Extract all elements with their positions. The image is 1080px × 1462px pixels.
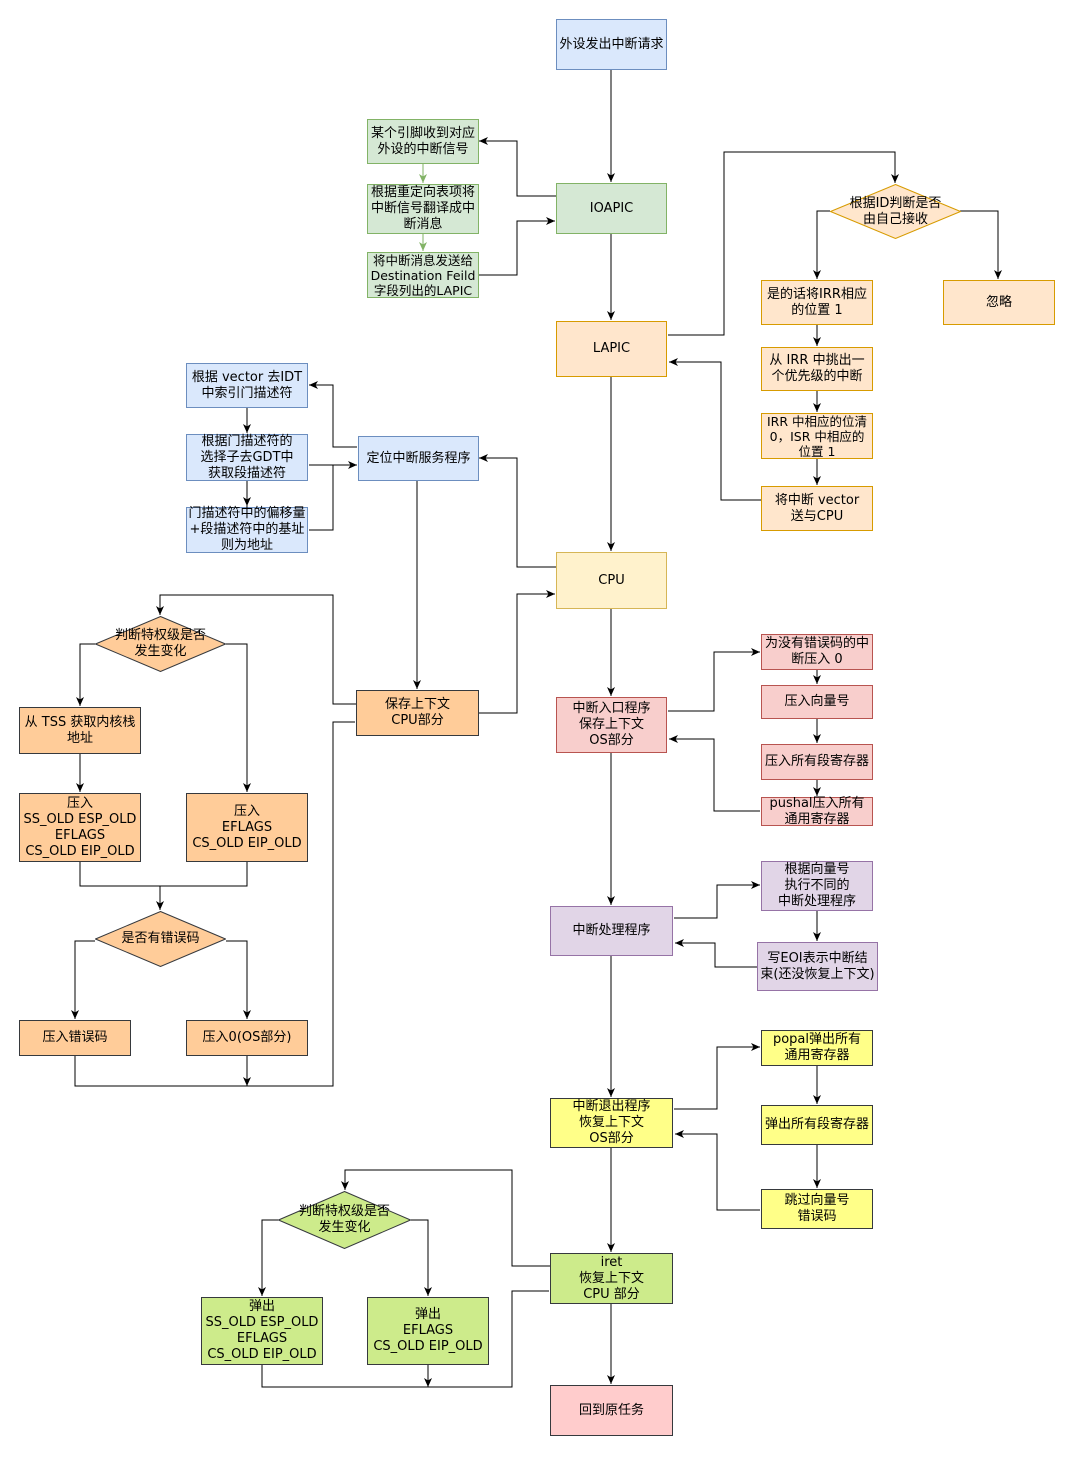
decision-privilege-change-iret-label: 判断特权级是否 发生变化 (298, 1204, 390, 1235)
node-push-segments: 压入所有段寄存器 (761, 744, 873, 780)
edge-save-priv (156, 594, 356, 705)
node-send-to-lapic: 将中断消息发送给 Destination Feild 字段列出的LAPIC (367, 252, 479, 298)
node-pin-receive: 某个引脚收到对应 外设的中断信号 (367, 119, 479, 164)
node-push-error-code: 压入错误码 (19, 1020, 131, 1056)
node-save-cpu-context: 保存上下文 CPU部分 (356, 690, 479, 736)
edge-locate-idt (309, 381, 357, 448)
node-push-vector: 压入向量号 (761, 685, 873, 719)
edge-entry-noerr (668, 648, 760, 712)
node-pop-segments: 弹出所有段寄存器 (761, 1105, 873, 1145)
edge-merge-iret (261, 1290, 549, 1387)
node-idt-lookup: 根据 vector 去IDT 中索引门描述符 (186, 363, 308, 408)
node-address-calc: 门描述符中的偏移量 +段描述符中的基址 则为地址 (186, 506, 308, 553)
edge-skip-exit (675, 1130, 760, 1211)
edge-merge-err (79, 862, 248, 910)
node-gdt-lookup: 根据门描述符的 选择子去GDT中 获取段描述符 (186, 434, 308, 481)
edge-cpu-locate (479, 454, 556, 568)
edge-iret-priv (341, 1169, 550, 1267)
node-push-zero: 压入0(OS部分) (186, 1020, 308, 1056)
node-write-eoi: 写EOI表示中断结 束(还没恢复上下文) (757, 942, 878, 991)
node-dispatch: 根据向量号 执行不同的 中断处理程序 (761, 861, 873, 911)
node-iret: iret 恢复上下文 CPU 部分 (550, 1253, 673, 1304)
edge-ioapic-pin (479, 137, 556, 197)
node-pick-irr: 从 IRR 中挑出一 个优先级的中断 (761, 347, 873, 391)
decision-error-code-label: 是否有错误码 (121, 931, 200, 946)
edge-exit-popal (674, 1043, 760, 1110)
node-pop-ss-esp: 弹出 SS_OLD ESP_OLD EFLAGS CS_OLD EIP_OLD (201, 1297, 323, 1365)
node-pushal: pushal压入所有 通用寄存器 (761, 796, 873, 827)
edge-merge-save (74, 721, 355, 1086)
edge-priv-tss (76, 643, 95, 706)
edge-lapic-check (668, 151, 899, 336)
edge-handler-dispatch (674, 881, 760, 919)
edge-check-set (813, 210, 830, 279)
node-send-vector: 将中断 vector 送与CPU (761, 486, 873, 531)
node-handler: 中断处理程序 (550, 906, 673, 956)
decision-privilege-change: 判断特权级是否 发生变化 (95, 616, 226, 672)
node-popal: popal弹出所有 通用寄存器 (761, 1030, 873, 1066)
edge-send-lapic (669, 358, 761, 501)
node-interrupt-request: 外设发出中断请求 (556, 19, 667, 70)
node-pop-eflags: 弹出 EFLAGS CS_OLD EIP_OLD (367, 1297, 489, 1365)
node-push-eflags: 压入 EFLAGS CS_OLD EIP_OLD (186, 793, 308, 862)
edge-priv-eflags (226, 643, 251, 792)
node-tss-stack: 从 TSS 获取内核栈 地址 (19, 707, 141, 754)
edge-err-pushzero (226, 940, 251, 1019)
node-return-task: 回到原任务 (550, 1385, 673, 1436)
node-ioapic: IOAPIC (556, 183, 667, 234)
edge-priv-popss (258, 1219, 278, 1296)
decision-check-id: 根据ID判断是否 由自己接收 (830, 184, 961, 239)
node-redirect-translate: 根据重定向表项将 中断信号翻译成中 断消息 (367, 184, 479, 234)
node-locate-isr: 定位中断服务程序 (358, 436, 479, 481)
node-exit-program: 中断退出程序 恢复上下文 OS部分 (550, 1098, 673, 1148)
edge-check-ignore (960, 210, 1002, 279)
decision-check-id-label: 根据ID判断是否 由自己接收 (849, 195, 942, 227)
node-push-ss-esp: 压入 SS_OLD ESP_OLD EFLAGS CS_OLD EIP_OLD (19, 793, 141, 862)
edge-err-pusherr (71, 940, 95, 1019)
edge-save-cpu (479, 590, 555, 714)
node-cpu: CPU (556, 552, 667, 609)
edge-eoi-handler (675, 939, 760, 968)
decision-error-code: 是否有错误码 (95, 911, 226, 967)
node-set-irr: 是的话将IRR相应 的位置 1 (761, 280, 873, 325)
edge-pushal-entry (669, 735, 760, 812)
node-clear-irr: IRR 中相应的位清 0，ISR 中相应的 位置 1 (761, 413, 873, 459)
edge-send-ioapic (479, 217, 555, 276)
node-ignore: 忽略 (943, 280, 1055, 325)
node-lapic: LAPIC (556, 321, 667, 377)
node-push-zero-noerr: 为没有错误码的中 断压入 0 (761, 634, 873, 670)
decision-privilege-change-label: 判断特权级是否 发生变化 (114, 628, 206, 659)
node-skip-vector: 跳过向量号 错误码 (761, 1189, 873, 1229)
edge-priv-popeflags (411, 1219, 432, 1296)
decision-privilege-change-iret: 判断特权级是否 发生变化 (278, 1191, 411, 1249)
node-entry-program: 中断入口程序 保存上下文 OS部分 (556, 697, 667, 753)
edge-addr-locate (309, 465, 334, 531)
